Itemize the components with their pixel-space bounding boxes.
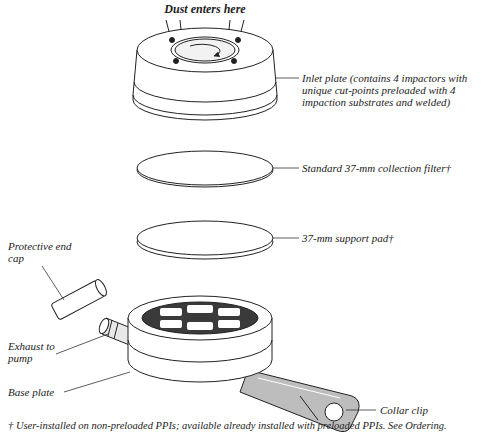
leader-line [56,334,108,354]
filter-face [137,151,273,185]
inlet-plate [133,28,277,120]
leader-line [346,410,376,411]
grid-slot [160,320,182,328]
support-grid [160,305,240,330]
part-label: Inlet plate (contains 4 impactors with u… [302,72,482,108]
base-plate-well [142,302,258,334]
grid-slot [218,308,240,316]
inlet-center-ring [171,37,239,63]
impactor-hole [236,38,241,43]
inlet-center-disk [175,39,235,61]
grid-slot [218,320,240,328]
clip-hole [325,403,343,421]
footnote: † User-installed on non-preloaded PPIs; … [8,420,492,432]
end-cap [51,278,109,320]
part-label: Protective end cap [8,240,74,264]
part-label: Exhaust to pump [8,340,68,364]
pad-face [137,221,273,255]
impactor-hole [232,59,237,64]
clip-fold [300,396,318,420]
rotation-arrow [190,44,220,56]
impactor-hole [170,38,175,43]
leader-line [42,266,64,300]
base-plate-band [128,340,272,362]
leader-line [276,78,299,79]
base-plate-rim [128,296,272,340]
grid-slot [160,308,182,316]
callout-heading: Dust enters here [148,3,262,16]
leader-line [64,372,130,392]
end-cap-mouth [93,278,109,298]
inlet-plate-rim [133,95,277,120]
grid-slot [187,322,213,330]
grid-slot [187,305,213,313]
inlet-plate-groove [134,82,276,102]
exhaust-rib [114,323,118,339]
part-label: 37-mm support pad† [302,232,482,244]
base-plate [128,296,272,382]
collection-filter [137,151,273,187]
inlet-plate-top [137,28,273,72]
exhaust-opening [97,317,110,335]
leader-lines [42,78,376,410]
support-pad [137,221,273,259]
clip-highlight [258,378,340,398]
leader-line [273,168,299,169]
part-label: Collar clip [380,404,470,416]
leader-line [273,238,299,239]
part-label: Standard 37-mm collection filter† [302,162,452,174]
impactor-hole [174,59,179,64]
part-label: Base plate [8,386,78,398]
